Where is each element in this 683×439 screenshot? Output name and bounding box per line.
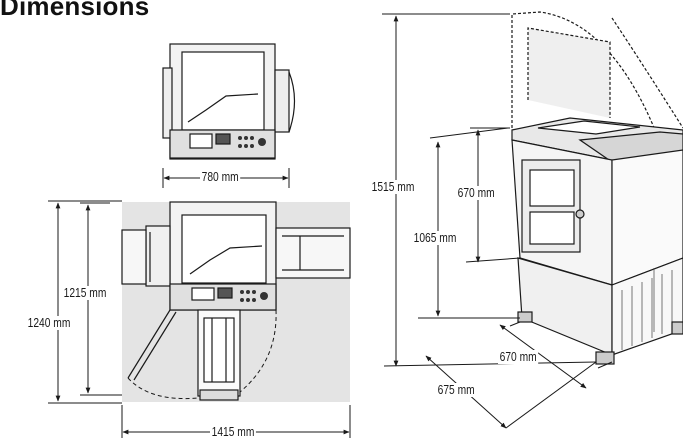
door-swing-arc xyxy=(127,309,277,400)
top-view-machine xyxy=(162,43,296,160)
isometric-machine xyxy=(511,11,683,365)
dim-label-plan-depth-outer: 1240 mm xyxy=(26,316,73,330)
page-title: Dimensions xyxy=(0,0,150,21)
plan-view-machine xyxy=(121,201,351,401)
dim-label-floor-depth: 670 mm xyxy=(498,350,539,364)
dim-label-total-height: 1515 mm xyxy=(370,180,417,194)
dim-label-body-height: 1065 mm xyxy=(412,231,459,245)
dim-label-floor-width: 675 mm xyxy=(436,383,477,397)
dim-label-plan-depth-inner: 1215 mm xyxy=(62,286,109,300)
dim-label-upper-height: 670 mm xyxy=(456,186,497,200)
dim-label-plan-width: 1415 mm xyxy=(210,425,257,439)
dim-label-top-width: 780 mm xyxy=(200,170,241,184)
